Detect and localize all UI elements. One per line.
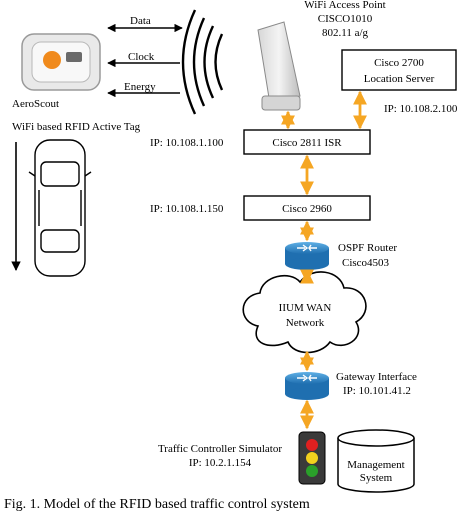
network-connectors [281, 90, 367, 430]
wan-line2: Network [286, 317, 325, 329]
switch-ip: IP: 10.108.1.150 [150, 203, 224, 215]
ap-title: WiFi Access Point [304, 0, 385, 11]
switch-label: Cisco 2960 [282, 203, 332, 215]
isr-label: Cisco 2811 ISR [272, 137, 342, 149]
management-line2: System [360, 472, 393, 484]
car-icon [28, 139, 92, 277]
figure-caption: Fig. 1. Model of the RFID based traffic … [4, 497, 310, 512]
management-line1: Management [347, 459, 404, 471]
access-point-icon [257, 21, 301, 111]
signal-clock-label: Clock [128, 51, 155, 63]
wan-cloud-icon [242, 271, 367, 354]
gateway-router-icon [285, 372, 329, 400]
database-icon [337, 429, 415, 493]
location-server-line1: Cisco 2700 [374, 57, 424, 69]
location-server-ip: IP: 10.108.2.100 [384, 103, 458, 115]
traffic-light-icon [298, 431, 326, 485]
gateway-ip: IP: 10.101.41.2 [343, 385, 411, 397]
ap-standard: 802.11 a/g [322, 27, 369, 39]
signal-data-label: Data [130, 15, 151, 27]
switch-box [243, 195, 371, 221]
location-server-box [341, 49, 457, 91]
tag-name: AeroScout [12, 98, 59, 110]
wireless-waves-icon [181, 9, 224, 115]
signal-arrows [107, 23, 183, 98]
ospf-router-line1: OSPF Router [338, 242, 397, 254]
aeroscout-tag-image [21, 33, 101, 91]
tag-description: WiFi based RFID Active Tag [12, 121, 141, 133]
ospf-router-icon [285, 242, 329, 270]
signal-energy-label: Energy [124, 81, 156, 93]
ap-model: CISCO1010 [318, 13, 373, 25]
isr-ip: IP: 10.108.1.100 [150, 137, 224, 149]
gateway-line1: Gateway Interface [336, 371, 417, 383]
location-server-line2: Location Server [364, 73, 435, 85]
ospf-router-line2: Cisco4503 [342, 257, 390, 269]
traffic-controller-line1: Traffic Controller Simulator [158, 443, 282, 455]
traffic-controller-ip: IP: 10.2.1.154 [189, 457, 252, 469]
wan-line1: IIUM WAN [279, 302, 332, 314]
isr-box [243, 129, 371, 155]
